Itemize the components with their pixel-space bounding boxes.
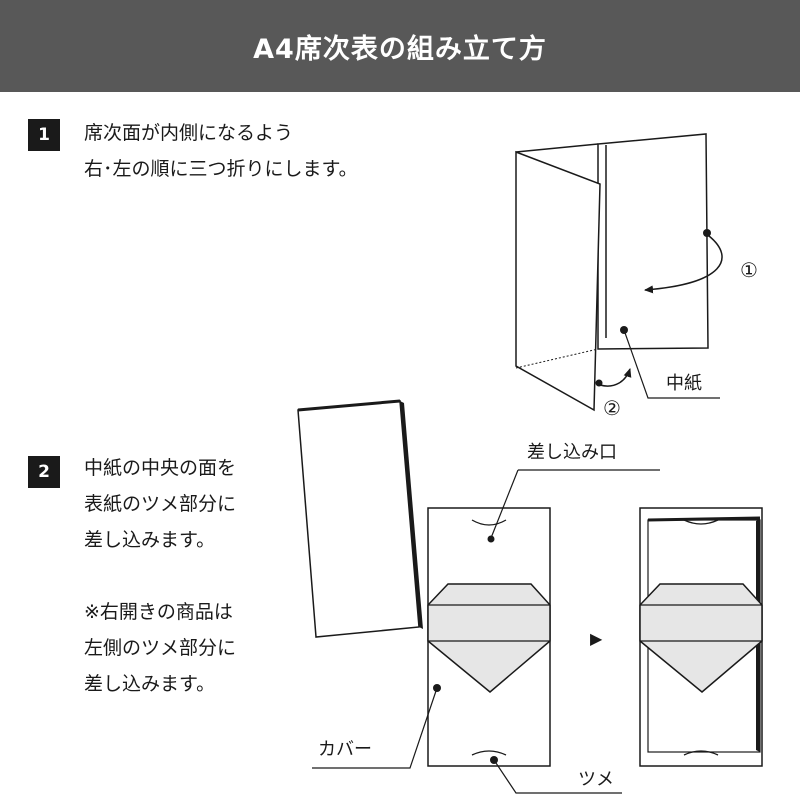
- step-1-line-1: 席次面が内側になるよう: [84, 122, 294, 144]
- fold-arrow-1: [644, 235, 723, 294]
- step-2-note-line-1: ※右開きの商品は: [84, 601, 233, 623]
- step-2-badge: 2: [28, 456, 60, 488]
- fold-arrow-2: [599, 368, 632, 387]
- tab-label: ツメ: [578, 769, 614, 790]
- trifold-diagram: ① ② 中紙: [515, 133, 758, 420]
- diamond-window: [427, 583, 551, 693]
- right-flap-panel: [515, 150, 601, 412]
- page-title: A4席次表の組み立て方: [253, 33, 547, 65]
- step-2-note-line-2: 左側のツメ部分に: [84, 637, 237, 659]
- top-edge-line: [515, 143, 599, 153]
- tab-leader-line: [493, 759, 622, 794]
- inner-paper-folded: [297, 399, 423, 638]
- insert-slot-dot: [487, 535, 495, 543]
- step-1-instructions: 席次面が内側になるよう 右･左の順に三つ折りにします。: [84, 115, 358, 187]
- step-2-instructions: 中紙の中央の面を 表紙のツメ部分に 差し込みます。 ※右開きの商品は 左側のツメ…: [84, 450, 236, 702]
- fold-mark-2: ②: [603, 396, 621, 420]
- fold-point-1-dot: [703, 229, 711, 237]
- step-2-note-line-3: 差し込みます。: [84, 673, 216, 695]
- step-1-badge: 1: [28, 119, 60, 151]
- cover-assembled: [639, 507, 763, 767]
- bottom-tab-curve: [471, 750, 507, 756]
- step-2-line-3: 差し込みます。: [84, 529, 216, 551]
- center-panel: [597, 133, 709, 350]
- insertion-diagram: 差し込み口 カバー ツメ ▶: [297, 399, 763, 794]
- cover-label: カバー: [318, 739, 372, 760]
- header-bar: A4席次表の組み立て方: [0, 0, 800, 92]
- assembled-diamond-window: [639, 583, 763, 693]
- step-2-line-2: 表紙のツメ部分に: [84, 493, 237, 515]
- assembled-top-tab-curve: [683, 519, 719, 525]
- step-2-line-1: 中紙の中央の面を: [84, 457, 237, 479]
- next-arrow-icon: ▶: [590, 629, 603, 648]
- inner-paper-leader-line: [623, 329, 720, 399]
- fold-mark-1: ①: [740, 258, 758, 282]
- top-tab-curve: [471, 519, 507, 526]
- cover-open: [427, 507, 551, 767]
- insert-slot-label: 差し込み口: [527, 442, 617, 463]
- assembled-bottom-tab-curve: [683, 750, 719, 756]
- step-1-line-2: 右･左の順に三つ折りにします。: [84, 158, 358, 180]
- insert-slot-leader: [490, 469, 519, 539]
- cover-leader-line: [312, 687, 438, 769]
- inner-paper-label: 中紙: [666, 373, 702, 394]
